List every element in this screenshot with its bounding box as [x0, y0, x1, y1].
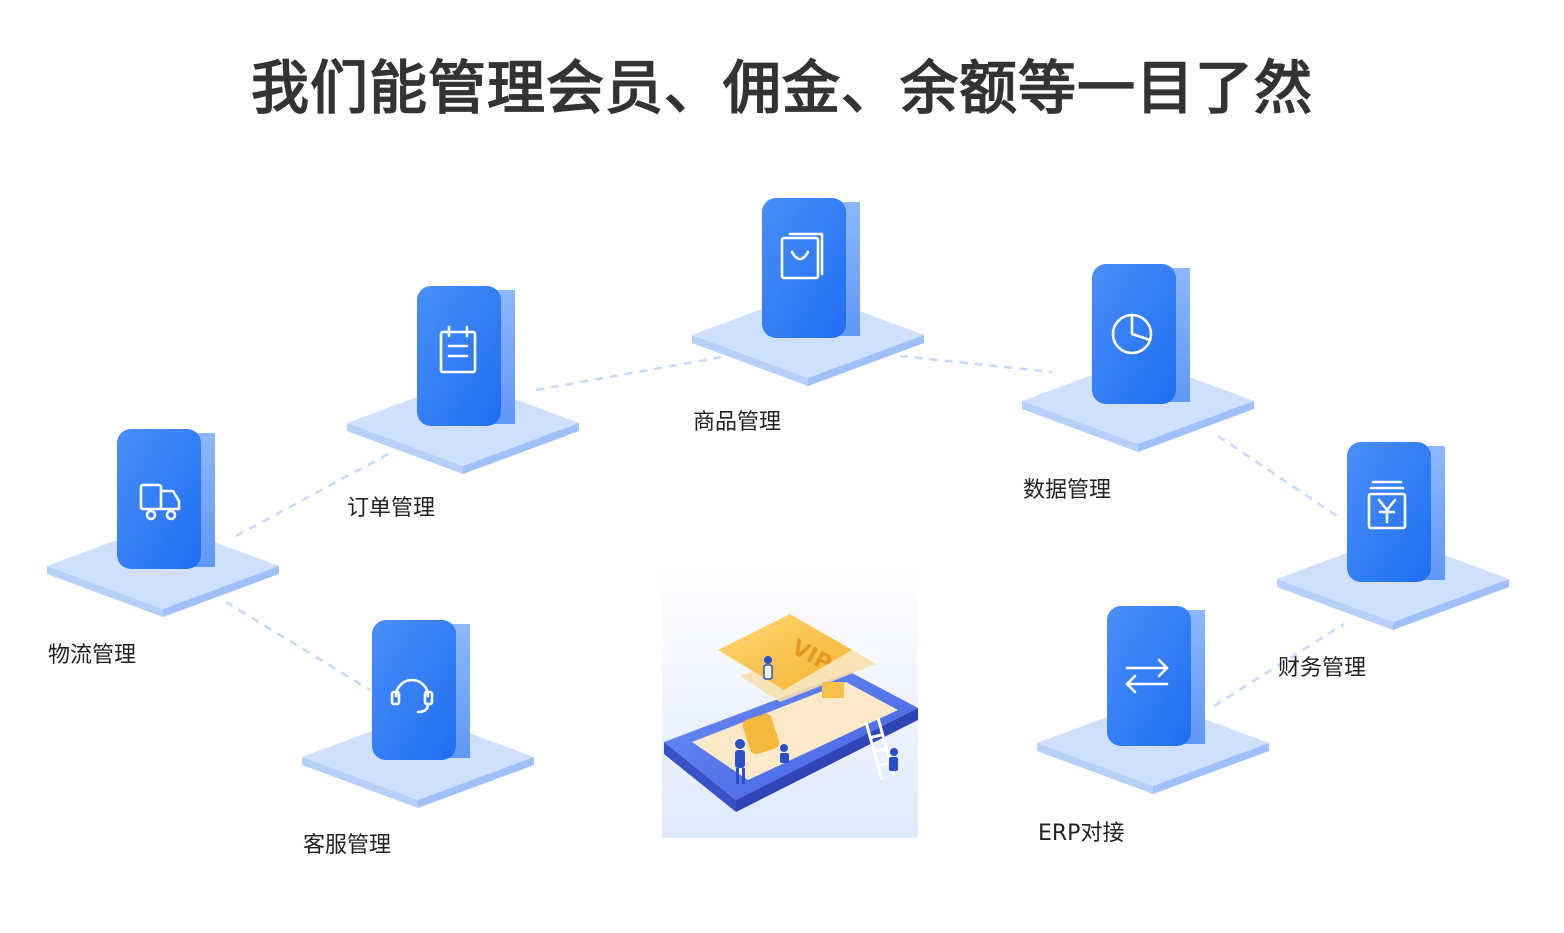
connector-order-product — [535, 355, 723, 392]
label-service: 客服管理 — [303, 833, 392, 858]
module-data[interactable] — [1022, 264, 1254, 452]
exchange-arrows-icon — [1125, 658, 1169, 694]
clipboard-icon — [439, 325, 477, 374]
headset-icon — [390, 678, 434, 714]
vip-illustration: VIP — [662, 568, 918, 838]
label-finance: 财务管理 — [1278, 656, 1367, 681]
module-finance[interactable] — [1277, 442, 1509, 630]
shopping-bag-icon — [780, 232, 824, 280]
person-figure — [735, 656, 898, 784]
module-order[interactable] — [347, 286, 579, 474]
label-erp: ERP对接 — [1038, 821, 1125, 846]
vip-card — [718, 614, 852, 690]
module-erp[interactable] — [1037, 606, 1269, 794]
connector-erp-finance — [1213, 622, 1345, 708]
icon-block — [372, 620, 456, 760]
label-order: 订单管理 — [347, 496, 436, 521]
icon-block — [117, 429, 201, 569]
yen-wallet-icon — [1367, 480, 1407, 530]
label-product: 商品管理 — [693, 410, 782, 435]
module-service[interactable] — [302, 620, 534, 808]
icon-block — [762, 198, 846, 338]
connector-data-finance — [1217, 434, 1341, 520]
label-logistics: 物流管理 — [48, 643, 137, 668]
label-data: 数据管理 — [1023, 478, 1112, 503]
module-product[interactable] — [692, 198, 924, 386]
coin-tile — [742, 713, 780, 755]
truck-icon — [139, 483, 181, 521]
connector-logistics-service — [225, 600, 371, 692]
connector-logistics-order — [235, 450, 393, 538]
pie-chart-icon — [1111, 313, 1153, 355]
page-title: 我们能管理会员、佣金、余额等一目了然 — [250, 54, 1313, 122]
icon-block — [1107, 606, 1191, 746]
stairs — [822, 682, 844, 698]
connector-lines — [225, 354, 1345, 708]
module-logistics[interactable] — [47, 429, 279, 617]
connector-product-data — [899, 354, 1053, 374]
